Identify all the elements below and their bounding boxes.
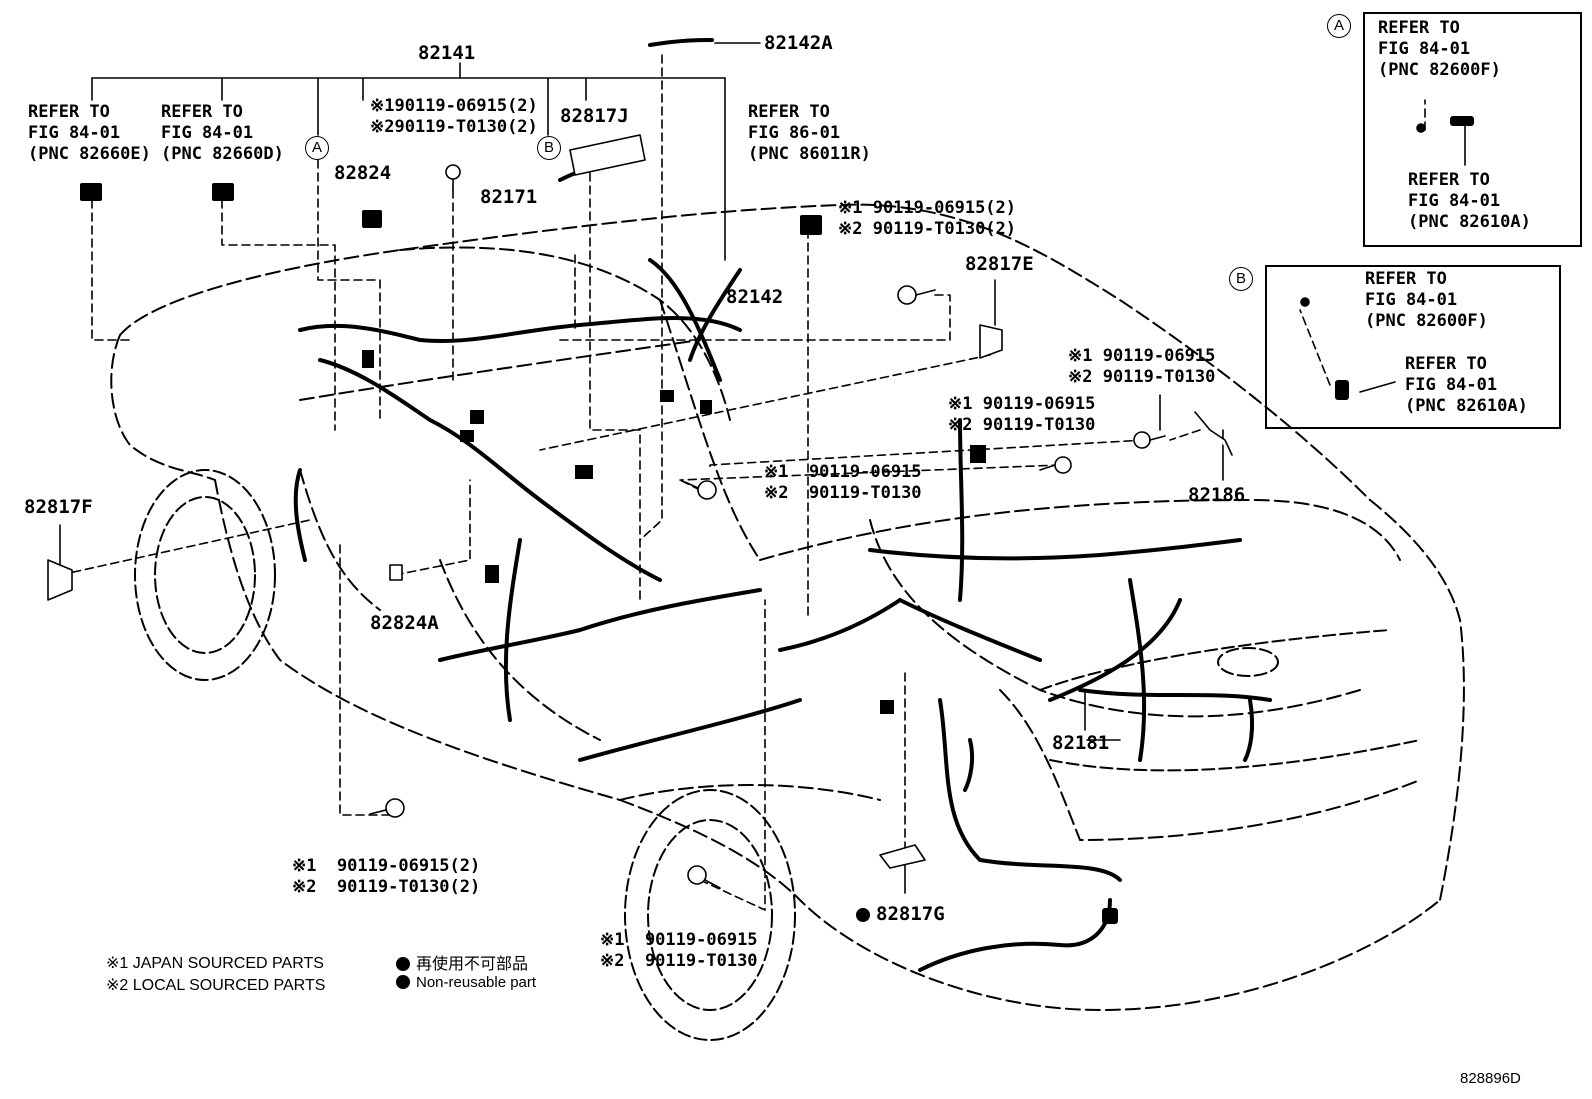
part-82141: 82141 bbox=[418, 42, 476, 64]
part-82817j: 82817J bbox=[560, 105, 629, 127]
non-reusable-dot-icon bbox=[396, 957, 410, 971]
refer-82660d: REFER TO FIG 84-01 (PNC 82660D) bbox=[161, 102, 284, 164]
part-82142: 82142 bbox=[726, 286, 784, 308]
legend-non-reusable-en: Non-reusable part bbox=[396, 974, 536, 991]
rear-wheel bbox=[624, 789, 796, 1041]
refer-86011r: REFER TO FIG 86-01 (PNC 86011R) bbox=[748, 102, 871, 164]
part-82817e: 82817E bbox=[965, 253, 1034, 275]
detail-a-refer-82600f: REFER TO FIG 84-01 (PNC 82600F) bbox=[1378, 18, 1501, 80]
bolts bbox=[369, 123, 1426, 889]
detail-a-circle: A bbox=[1327, 14, 1351, 38]
bolt-label-5: ※1 90119-06915 ※2 90119-T0130 bbox=[764, 462, 922, 503]
clips bbox=[47, 134, 1233, 869]
part-82824: 82824 bbox=[334, 162, 392, 184]
detail-a-refer-82610a: REFER TO FIG 84-01 (PNC 82610A) bbox=[1408, 170, 1531, 232]
part-82181: 82181 bbox=[1052, 732, 1110, 754]
part-82824a: 82824A bbox=[370, 612, 439, 634]
legend-japan-sourced: ※1 JAPAN SOURCED PARTS bbox=[106, 955, 324, 972]
car-body-outline bbox=[110, 203, 1465, 1011]
connectors bbox=[80, 116, 1474, 924]
part-82186: 82186 bbox=[1188, 484, 1246, 506]
refer-82660e: REFER TO FIG 84-01 (PNC 82660E) bbox=[28, 102, 151, 164]
bolt-label-6: ※1 90119-06915(2) ※2 90119-T0130(2) bbox=[292, 856, 481, 897]
detail-box-a bbox=[1363, 12, 1582, 247]
part-82817f: 82817F bbox=[24, 496, 93, 518]
detail-b-refer-82610a: REFER TO FIG 84-01 (PNC 82610A) bbox=[1405, 354, 1528, 416]
leader-lines bbox=[59, 54, 1426, 911]
front-wheel bbox=[134, 469, 276, 681]
callout-b: B bbox=[537, 136, 561, 160]
detail-b-refer-82600f: REFER TO FIG 84-01 (PNC 82600F) bbox=[1365, 269, 1488, 331]
part-82142a: 82142A bbox=[764, 32, 833, 54]
bolt-label-2: ※1 90119-06915(2) ※2 90119-T0130(2) bbox=[838, 198, 1017, 239]
diagram-id: 828896D bbox=[1460, 1070, 1521, 1087]
detail-b-circle: B bbox=[1229, 267, 1253, 291]
legend-local-sourced: ※2 LOCAL SOURCED PARTS bbox=[106, 977, 326, 994]
detail-box-b bbox=[1265, 265, 1561, 429]
non-reusable-dot-icon bbox=[396, 975, 410, 989]
part-82817g-text: 82817G bbox=[876, 903, 945, 925]
trunk bbox=[1039, 629, 1421, 772]
part-82817g: 82817G bbox=[856, 903, 945, 925]
bolt-label-4: ※1 90119-06915 ※2 90119-T0130 bbox=[948, 394, 1096, 435]
bolt-label-7: ※1 90119-06915 ※2 90119-T0130 bbox=[600, 930, 758, 971]
non-reusable-marker bbox=[856, 908, 870, 922]
legend-non-reusable-jp: 再使用不可部品 bbox=[396, 950, 528, 974]
solid-leaders bbox=[59, 42, 1466, 894]
part-82171: 82171 bbox=[480, 186, 538, 208]
callout-a: A bbox=[305, 136, 329, 160]
legend-jp-text: 再使用不可部品 bbox=[416, 956, 529, 973]
bolt-label-1: ※190119-06915(2) ※290119-T0130(2) bbox=[370, 96, 538, 137]
legend-en-text: Non-reusable part bbox=[416, 974, 537, 991]
wire-harness bbox=[293, 38, 1272, 972]
bolt-label-3: ※1 90119-06915 ※2 90119-T0130 bbox=[1068, 346, 1216, 387]
